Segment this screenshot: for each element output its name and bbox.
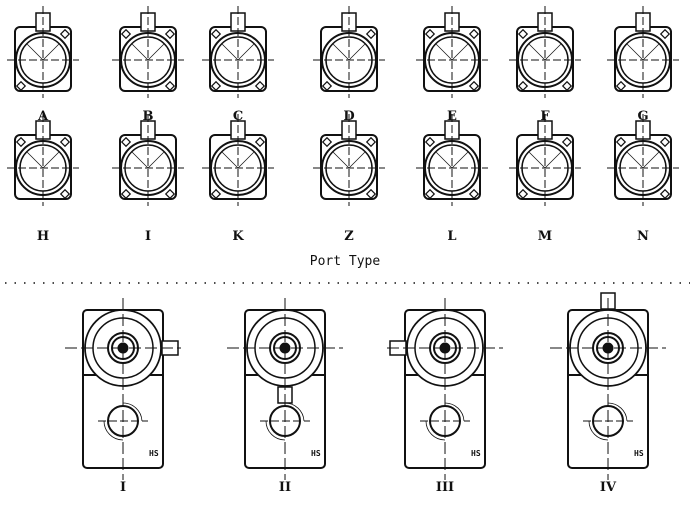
port-type-figure — [202, 114, 274, 206]
port-type-figure — [416, 114, 488, 206]
port-type-figure — [313, 114, 385, 206]
port-type-figure — [202, 6, 274, 98]
port-label-g: G — [637, 109, 649, 124]
port-type-figure — [7, 6, 79, 98]
port-type-figure — [607, 114, 679, 206]
mounting-label-3: III — [435, 480, 455, 495]
port-type-figure — [509, 114, 581, 206]
mounting-label-4: IV — [599, 480, 617, 495]
mounting-tag: HS — [634, 449, 644, 458]
port-label-b: B — [142, 109, 154, 124]
port-label-h: H — [36, 229, 50, 244]
mounting-figure: HS — [550, 292, 666, 481]
port-type-figure — [313, 6, 385, 98]
section-title: Port Type — [309, 254, 381, 269]
port-label-l: L — [447, 229, 457, 244]
mounting-label-2: II — [278, 480, 292, 495]
port-label-k: K — [232, 229, 244, 244]
port-type-figure — [416, 6, 488, 98]
mounting-tag: HS — [471, 449, 481, 458]
mounting-figure: HS — [65, 297, 181, 481]
port-label-n: N — [637, 229, 649, 244]
port-type-figure — [509, 6, 581, 98]
port-label-c: C — [232, 109, 244, 124]
port-type-figure — [112, 114, 184, 206]
mounting-label-1: I — [119, 480, 127, 495]
port-label-f: F — [540, 109, 550, 124]
mounting-tag: HS — [311, 449, 321, 458]
port-type-figure — [7, 114, 79, 206]
port-label-z: Z — [344, 229, 354, 244]
port-label-d: D — [343, 109, 355, 124]
port-type-figure — [607, 6, 679, 98]
port-type-figure — [112, 6, 184, 98]
mounting-figure: HS — [227, 297, 343, 481]
port-label-m: M — [537, 229, 553, 244]
mounting-tag: HS — [149, 449, 159, 458]
port-label-a: A — [37, 109, 49, 124]
mounting-figure: HS — [387, 297, 503, 481]
port-label-e: E — [447, 109, 457, 124]
port-label-i: I — [144, 229, 152, 244]
